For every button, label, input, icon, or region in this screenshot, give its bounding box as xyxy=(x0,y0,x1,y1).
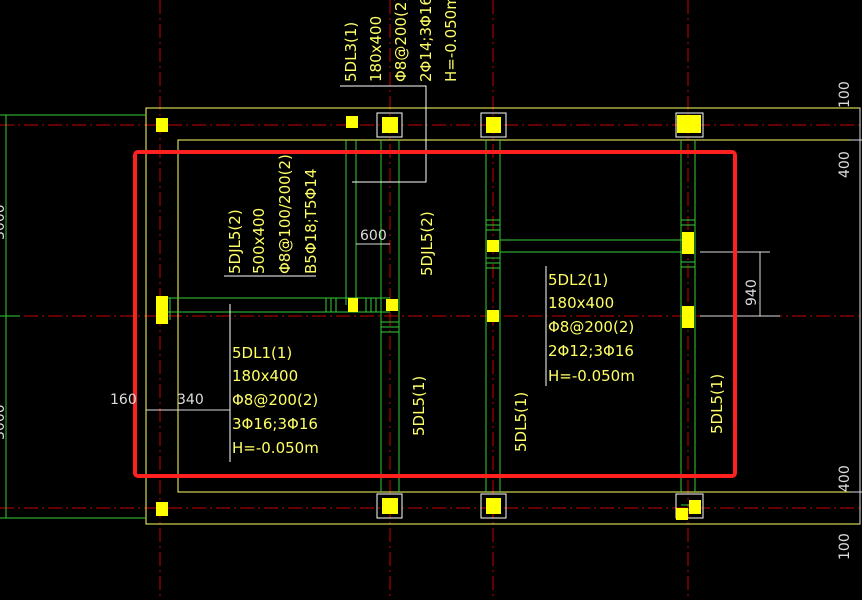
beam-label-dl2: 5DL2(1) 180x400 Φ8@200(2) 2Φ12;3Φ16 H=-0… xyxy=(548,271,635,385)
dim-left-top: 3000 xyxy=(0,204,8,240)
dl3-line-5: H=-0.050m xyxy=(442,0,460,82)
beam-label-dl3: 5DL3(1) 180x400 Φ8@200(2) 2Φ14;3Φ16 H=-0… xyxy=(342,0,460,82)
dl3-line-4: 2Φ14;3Φ16 xyxy=(417,0,435,82)
dl2-line-1: 5DL2(1) xyxy=(548,271,608,289)
dim-100-bottom: 100 xyxy=(837,533,853,560)
dl2-line-2: 180x400 xyxy=(548,294,614,312)
dimension-texts: 600 940 160 340 100 400 400 100 3000 300… xyxy=(0,81,853,560)
dl3-line-1: 5DL3(1) xyxy=(342,22,360,82)
dim-100-top: 100 xyxy=(837,81,853,108)
highlight-box xyxy=(133,150,737,478)
dl5-label-a: 5DL5(1) xyxy=(410,376,428,436)
dl3-line-3: Φ8@200(2) xyxy=(392,0,410,82)
stirrup-marks xyxy=(325,219,695,511)
dl2-line-5: H=-0.050m xyxy=(548,367,635,385)
beam-lines xyxy=(0,114,696,519)
dim-400-top: 400 xyxy=(837,151,853,178)
dl1-line-5: H=-0.050m xyxy=(232,439,319,457)
dim-left-bottom: 3000 xyxy=(0,404,8,440)
djl5-line-1: 5DJL5(2) xyxy=(226,209,244,274)
dim-600: 600 xyxy=(360,228,387,244)
dim-940: 940 xyxy=(744,279,760,306)
dl5-label-c: 5DL5(1) xyxy=(708,374,726,434)
dl5-label-b: 5DL5(1) xyxy=(512,392,530,452)
djl5-line-3: Φ8@100/200(2) xyxy=(276,154,294,274)
dl2-line-3: Φ8@200(2) xyxy=(548,318,634,336)
dl1-line-1: 5DL1(1) xyxy=(232,344,292,362)
dim-340: 340 xyxy=(177,392,204,408)
dl1-line-4: 3Φ16;3Φ16 xyxy=(232,415,318,433)
djl5-vertical-label: 5DJL5(2) xyxy=(418,211,436,276)
dim-400-bottom: 400 xyxy=(837,465,853,492)
dl3-line-2: 180x400 xyxy=(367,16,385,82)
dim-160: 160 xyxy=(110,392,137,408)
dl1-line-3: Φ8@200(2) xyxy=(232,391,318,409)
dl1-line-2: 180x400 xyxy=(232,367,298,385)
beam-labels-vertical: 5DJL5(2) 5DL5(1) 5DL5(1) 5DL5(1) xyxy=(410,211,726,452)
dl2-line-4: 2Φ12;3Φ16 xyxy=(548,342,634,360)
beam-label-djl5: 5DJL5(2) 500x400 Φ8@100/200(2) B5Φ18;T5Φ… xyxy=(226,154,320,274)
columns xyxy=(156,112,704,520)
djl5-line-4: B5Φ18;T5Φ14 xyxy=(302,169,320,274)
leader-lines xyxy=(224,85,547,462)
beam-label-dl1: 5DL1(1) 180x400 Φ8@200(2) 3Φ16;3Φ16 H=-0… xyxy=(232,344,319,457)
djl5-line-2: 500x400 xyxy=(250,208,268,274)
